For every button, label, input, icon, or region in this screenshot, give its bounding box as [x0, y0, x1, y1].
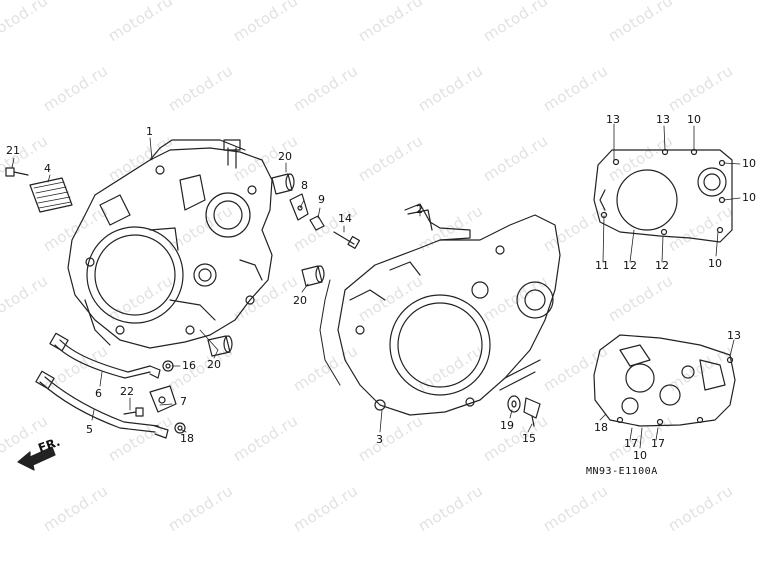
left-crankcase [67, 139, 273, 349]
part-label: 17 [624, 437, 638, 450]
part-label: 8 [301, 179, 308, 192]
part-label: 18 [594, 421, 608, 434]
part-label: 20 [207, 358, 221, 371]
part-label: 13 [727, 329, 741, 342]
part-label: 15 [522, 432, 536, 445]
part-label: 4 [44, 162, 51, 175]
part-label: 2 [416, 203, 423, 216]
dowel-pins [207, 173, 325, 357]
part-label: 12 [655, 259, 669, 272]
part-label: 1 [146, 125, 153, 138]
part-14-bolt [333, 231, 361, 249]
part-label: 10 [633, 449, 647, 462]
part-label: 14 [338, 212, 352, 225]
top-right-cover [593, 148, 733, 243]
part-4-strainer [29, 177, 73, 213]
part-label: 10 [687, 113, 701, 126]
part-21-bolt [5, 167, 29, 177]
drain-bolt [507, 395, 541, 427]
part-label: 18 [180, 432, 194, 445]
part-label: 13 [656, 113, 670, 126]
part-label: 12 [623, 259, 637, 272]
part-label: 10 [742, 191, 756, 204]
part-label: 6 [95, 387, 102, 400]
oil-hoses [35, 332, 169, 439]
leader-lines [11, 123, 741, 449]
front-arrow-icon [17, 446, 56, 471]
part-label: 17 [651, 437, 665, 450]
small-plates [289, 193, 325, 231]
diagram-code: MN93-E1100A [586, 466, 658, 477]
part-label: 5 [86, 423, 93, 436]
part-label: 9 [318, 193, 325, 206]
part-label: 10 [708, 257, 722, 270]
part-label: 7 [180, 395, 187, 408]
part-label: 11 [595, 259, 609, 272]
part-label: 20 [278, 150, 292, 163]
part-label: 13 [606, 113, 620, 126]
part-label: 22 [120, 385, 134, 398]
bottom-right-cover [593, 334, 736, 427]
part-label: 20 [293, 294, 307, 307]
part-label: 19 [500, 419, 514, 432]
part-label: 21 [6, 144, 20, 157]
part-label: 10 [742, 157, 756, 170]
part-label: 16 [182, 359, 196, 372]
part-label: 3 [376, 433, 383, 446]
right-crankcase [319, 203, 561, 416]
